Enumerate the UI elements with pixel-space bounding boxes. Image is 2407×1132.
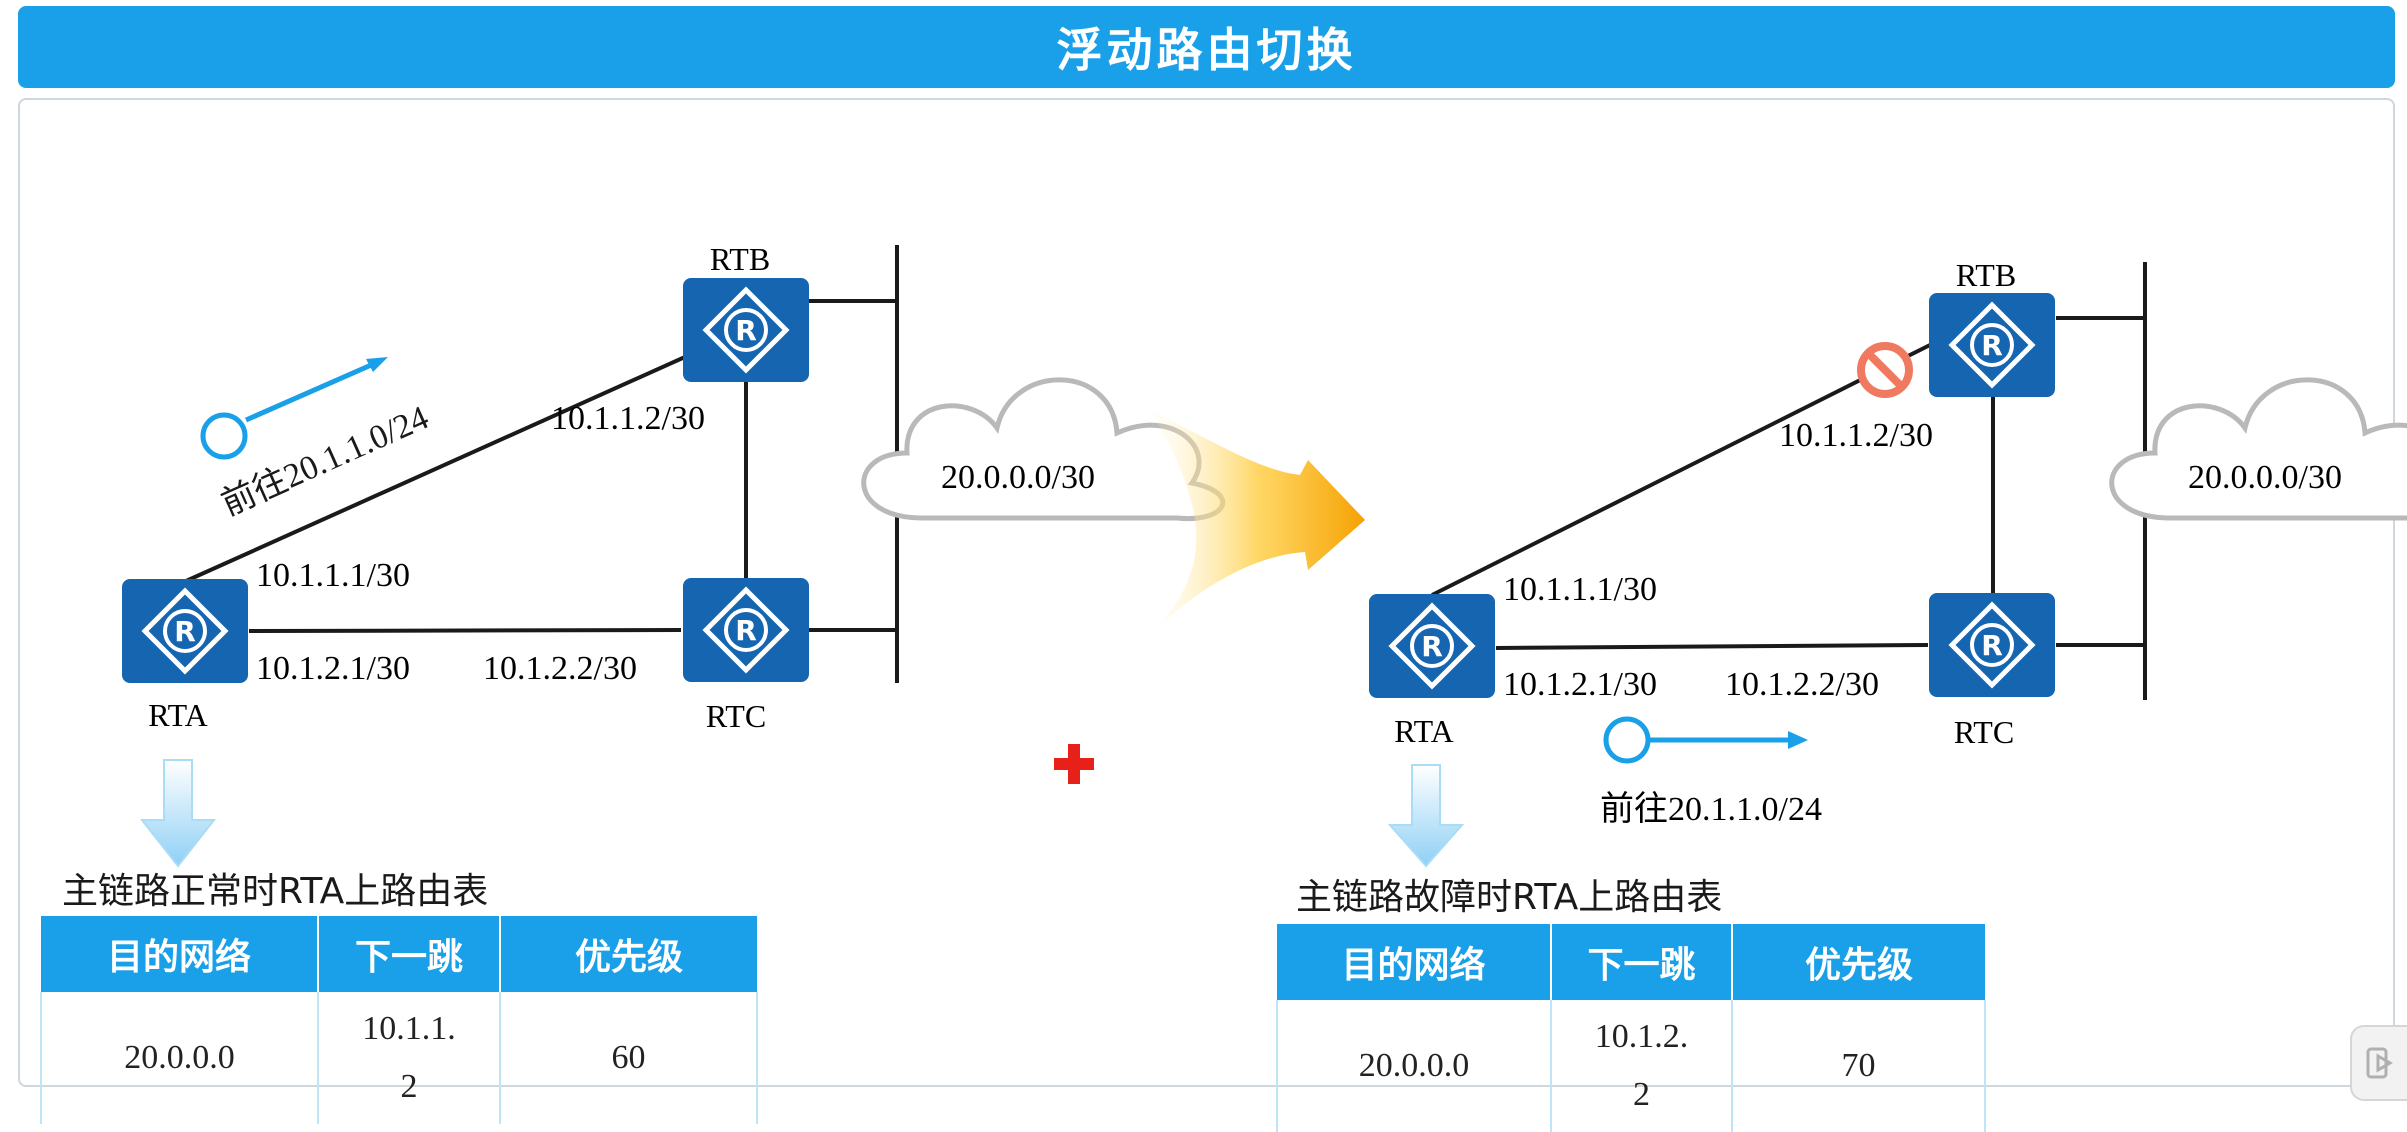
router-rta-icon (1369, 594, 1495, 698)
left-table-caption: 主链路正常时RTA上路由表 (62, 871, 489, 912)
router-rtc-icon (1929, 593, 2055, 697)
ip-rta-rtc: 10.1.2.1/30 (256, 650, 410, 687)
play-icon (2366, 1047, 2393, 1079)
router-rtb-icon (1929, 293, 2055, 397)
ip-rtc-rta: 10.1.2.2/30 (483, 650, 637, 687)
table-header-row: 目的网络 下一跳 优先级 (41, 916, 757, 992)
left-route-table: 目的网络 下一跳 优先级 20.0.0.0 10.1.1.2 60 (40, 916, 758, 1124)
ip-rtc-rta: 10.1.2.2/30 (1725, 666, 1879, 703)
header-destination: 目的网络 (1277, 924, 1552, 1000)
router-rtb-icon (683, 278, 809, 382)
table-down-arrow-icon (1387, 764, 1465, 868)
path-arrow (1603, 716, 1808, 764)
cell-destination: 20.0.0.0 (40, 992, 319, 1124)
cell-preference: 60 (499, 992, 758, 1124)
table-down-arrow-icon (139, 759, 217, 868)
ip-rta-rtb: 10.1.1.1/30 (256, 557, 410, 594)
header-next-hop: 下一跳 (1551, 924, 1733, 1000)
router-rta-label: RTA (148, 697, 208, 733)
header-preference: 优先级 (500, 916, 757, 992)
router-rta-icon (122, 579, 248, 683)
header-destination: 目的网络 (41, 916, 319, 992)
header-preference: 优先级 (1732, 924, 1985, 1000)
right-route-table: 目的网络 下一跳 优先级 20.0.0.0 10.1.2.2 70 (1276, 924, 1986, 1132)
page-title: 浮动路由切换 (18, 6, 2395, 88)
router-rtc-label: RTC (1954, 714, 2014, 750)
path-label: 前往20.1.1.0/24 (1600, 790, 1822, 828)
router-rtc-icon (683, 578, 809, 682)
left-topology: 前往20.1.1.0/24 RTA RTB RTC 10.1.1.1/30 10… (122, 241, 1223, 868)
table-row: 20.0.0.0 10.1.1.2 60 (40, 992, 758, 1124)
red-cross-icon (1054, 744, 1094, 784)
cell-next-hop: 10.1.2.2 (1550, 1000, 1733, 1132)
right-topology: RTA RTB RTC 10.1.1.1/30 10.1.1.2/30 10.1… (1369, 257, 2407, 868)
cloud-icon (864, 380, 1223, 519)
cell-destination: 20.0.0.0 (1276, 1000, 1552, 1132)
router-rtc-label: RTC (706, 698, 766, 734)
path-arrow (200, 357, 388, 460)
cloud-label: 20.0.0.0/30 (941, 459, 1095, 496)
router-rtb-label: RTB (1956, 257, 2016, 293)
link-rta-rtc (1495, 643, 1929, 650)
transition-arrow-icon (1150, 410, 1365, 625)
cloud-icon (2112, 380, 2407, 519)
link-rta-rtb (1431, 343, 1931, 597)
ip-rtb-rta: 10.1.1.2/30 (1779, 417, 1933, 454)
table-header-row: 目的网络 下一跳 优先级 (1277, 924, 1985, 1000)
cloud-label: 20.0.0.0/30 (2188, 459, 2342, 496)
cell-preference: 70 (1731, 1000, 1986, 1132)
play-button[interactable] (2350, 1025, 2407, 1101)
ip-rtb-rta: 10.1.1.2/30 (551, 400, 705, 437)
header-next-hop: 下一跳 (318, 916, 501, 992)
right-table-caption: 主链路故障时RTA上路由表 (1296, 877, 1723, 918)
cell-next-hop: 10.1.1.2 (317, 992, 501, 1124)
link-rta-rtb (185, 328, 746, 583)
router-rtb-label: RTB (710, 241, 770, 277)
ip-rta-rtc: 10.1.2.1/30 (1503, 666, 1657, 703)
router-rta-label: RTA (1394, 713, 1454, 749)
ip-rta-rtb: 10.1.1.1/30 (1503, 571, 1657, 608)
link-rta-rtc (248, 628, 682, 633)
prohibited-icon (1857, 342, 1913, 398)
table-row: 20.0.0.0 10.1.2.2 70 (1276, 1000, 1986, 1132)
